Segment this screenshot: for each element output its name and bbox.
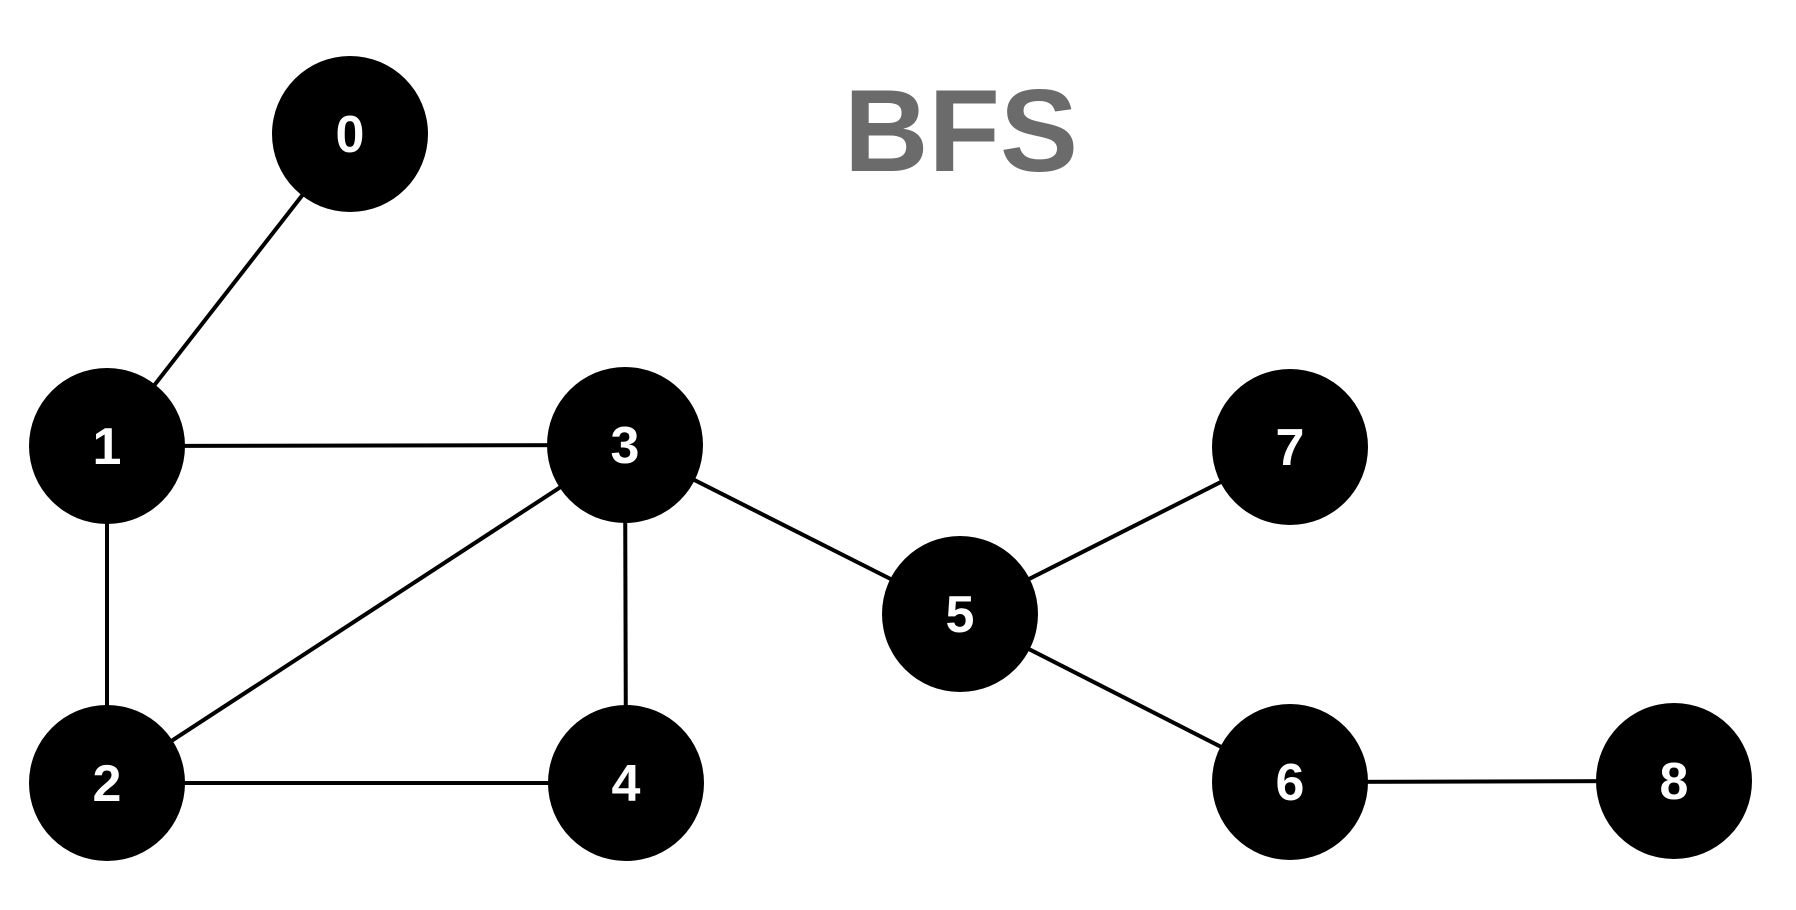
node-3-label: 3: [611, 417, 640, 475]
node-1-circle[interactable]: [29, 368, 185, 524]
node-2[interactable]: 2: [29, 705, 185, 861]
node-6-label: 6: [1276, 754, 1305, 812]
node-7[interactable]: 7: [1212, 369, 1368, 525]
node-8-circle[interactable]: [1596, 703, 1752, 859]
node-3[interactable]: 3: [547, 367, 703, 523]
node-8-label: 8: [1660, 753, 1689, 811]
node-0[interactable]: 0: [272, 56, 428, 212]
edge-1-3: [106, 443, 626, 448]
node-6[interactable]: 6: [1212, 704, 1368, 860]
node-4-label: 4: [612, 755, 641, 813]
node-2-circle[interactable]: [29, 705, 185, 861]
node-4-circle[interactable]: [548, 705, 704, 861]
node-5-circle[interactable]: [882, 536, 1038, 692]
node-7-circle[interactable]: [1212, 369, 1368, 525]
node-1-label: 1: [93, 418, 122, 476]
node-2-label: 2: [93, 755, 122, 813]
edge-2-3: [105, 443, 627, 785]
node-0-label: 0: [336, 106, 365, 164]
node-0-circle[interactable]: [272, 56, 428, 212]
node-8[interactable]: 8: [1596, 703, 1752, 859]
node-7-label: 7: [1276, 419, 1305, 477]
node-6-circle[interactable]: [1212, 704, 1368, 860]
node-1[interactable]: 1: [29, 368, 185, 524]
node-5[interactable]: 5: [882, 536, 1038, 692]
node-4[interactable]: 4: [548, 705, 704, 861]
node-5-label: 5: [946, 586, 975, 644]
graph-title: BFS: [844, 65, 1078, 196]
node-3-circle[interactable]: [547, 367, 703, 523]
